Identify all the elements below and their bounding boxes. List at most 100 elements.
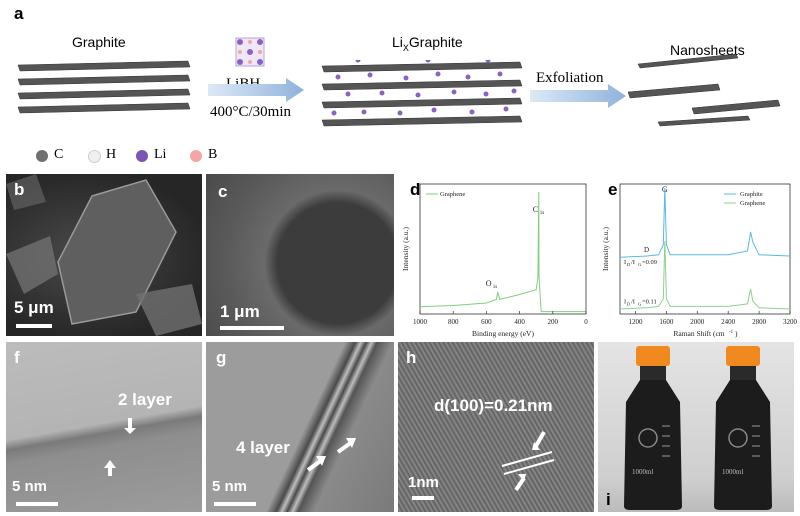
graphite-title: Graphite [72,34,126,50]
xps-series-line-graphene [419,191,586,313]
raman-xtick-label: 1200 [628,318,643,326]
scale-label-g: 5 nm [212,478,248,495]
raman-legend-label: Graphene [740,200,765,207]
legend-dot-c-icon [36,150,48,162]
panel-label-d: d [410,180,421,199]
legend-label-li: Li [154,147,167,162]
panel-label-a: a [14,4,24,23]
arrow-2-icon [530,84,626,108]
xps-peak-label-c1s: C [533,205,538,214]
scale-bar-g [214,502,256,506]
xps-xtick-label: 800 [448,318,459,326]
conditions-label: 400°C/30min [210,104,292,120]
raman-g-peak-label: G [662,185,668,194]
lix-graphite-illustration [321,60,523,127]
d-spacing-marker-icon [501,431,555,492]
d-spacing-annotation: d(100)=0.21nm [434,396,553,415]
raman-ratio-graphite-sub-g: G [638,262,642,267]
raman-legend-label: Graphite [740,191,763,198]
legend-dot-b-icon [190,150,202,162]
panel-label-b: b [14,180,25,199]
panel-label-h: h [406,348,417,367]
xps-axes-frame [419,183,587,315]
raman-ratio-graphene-sub-g: G [638,302,642,307]
raman-axes-frame [619,183,791,315]
hexagonal-flake-shape [6,174,202,336]
xps-ylabel: Intensity (a.u.) [401,227,410,271]
atom-legend: C H Li B [36,146,256,166]
panel-f-tem-image: f 2 layer 5 nm [6,342,202,512]
panel-label-f: f [14,348,20,367]
raman-xlabel-end: ) [735,329,738,338]
raman-xtick-label: 2400 [721,318,736,326]
legend-label-c: C [54,147,64,162]
raman-ratio-graphene-i: I [624,299,626,306]
xps-xtick-label: 600 [481,318,492,326]
raman-xtick-label: 3200 [783,318,798,326]
xps-xtick-label: 400 [514,318,525,326]
arrows-f-icon [104,418,136,476]
raman-ratio-graphite-i: I [624,259,626,266]
xps-xtick-label: 1000 [413,318,428,326]
exfoliation-label: Exfoliation [536,70,604,86]
nanosheets-illustration [628,53,781,127]
scale-bar-b [16,324,52,328]
raman-ratio-graphite-value: =0.09 [642,259,657,266]
scale-label-b: 5 μm [14,298,54,317]
xps-peak-sub-o1s: 1s [493,285,498,290]
bottle-left-icon: 1000ml [624,346,682,510]
bottle-left-volume: 1000ml [632,468,653,476]
scale-label-c: 1 μm [220,302,260,321]
raman-ratio-graphite-sub-d: D [627,262,631,267]
xps-xtick-label: 0 [584,318,588,326]
legend-dot-h-icon [88,150,101,163]
scale-label-f: 5 nm [12,478,48,495]
panel-label-e: e [608,180,618,199]
raman-ratio-graphene-value: =0.11 [642,299,657,306]
layer-annotation-f: 2 layer [118,390,172,409]
panel-a: a Graphite LiBH4 400°C/30min LiXGraphite [0,0,800,172]
bottle-right-volume: 1000ml [722,468,743,476]
scale-bar-h [412,496,434,500]
arrow-1-icon [208,78,304,102]
bottle-right-icon: 1000ml [714,346,772,510]
panel-b-sem-image: b 5 μm [6,174,202,336]
raman-d-peak-label: D [644,246,649,254]
intercalated-post: Graphite [408,34,463,50]
panel-h-lattice-image: h d(100)=0.21nm 1nm [398,342,594,512]
libh4-crystal-icon [235,37,265,67]
graphite-layers-illustration [17,60,191,114]
raman-xtick-label: 2000 [690,318,705,326]
raman-ylabel: Intensity (a.u.) [601,227,610,271]
panel-label-g: g [216,348,227,367]
raman-series-line-graphite [619,187,791,258]
panel-g-tem-image: g 4 layer 5 nm [206,342,394,512]
nanosheets-title: Nanosheets [670,42,745,58]
panel-i-bottles-photo: i 1000ml 1000ml [598,342,794,512]
scale-label-h: 1nm [408,474,439,491]
xps-peak-label-o1s: O [486,279,492,288]
layer-annotation-g: 4 layer [236,438,290,457]
xps-peak-sub-c1s: 1s [540,211,545,216]
raman-ratio-graphene-mid: /I [631,299,635,306]
panel-label-i: i [606,490,611,509]
legend-dot-li-icon [136,150,148,162]
intercalated-sub: X [402,42,409,53]
legend-label-h: H [106,147,117,162]
xps-xlabel: Binding energy (eV) [472,329,534,338]
raman-xtick-label: 2800 [752,318,767,326]
raman-ratio-graphite-mid: /I [631,259,635,266]
xps-xtick-label: 200 [548,318,559,326]
raman-xlabel: Raman Shift (cm [673,329,724,338]
raman-xlabel-sup: -1 [729,330,734,335]
intercalated-pre: Li [392,34,403,50]
raman-ratio-graphene-sub-d: D [627,302,631,307]
raman-xtick-label: 1600 [659,318,674,326]
intercalated-title: LiXGraphite [392,34,463,53]
raman-series-line-graphene [619,240,791,310]
panel-label-c: c [218,182,228,201]
